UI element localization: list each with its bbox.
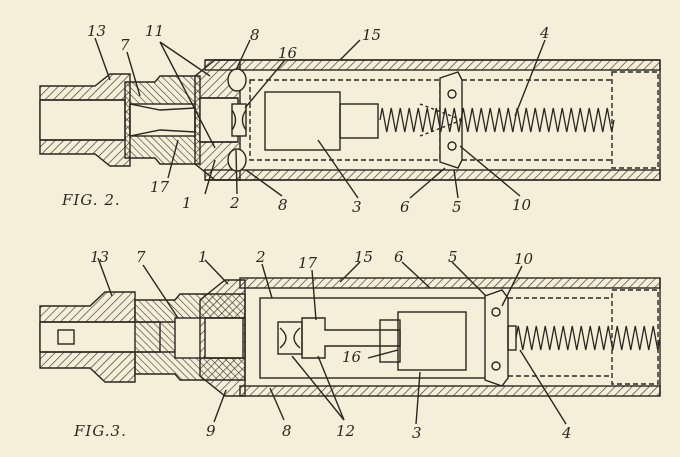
fig3-drawing [39, 257, 661, 425]
fig3-label-12: 12 [336, 422, 355, 440]
fig2-caption: FIG. 2. [61, 191, 121, 209]
fig2-piston [439, 71, 463, 169]
fig2-drawing [39, 37, 661, 199]
fig2-label-8-bottom: 8 [278, 196, 288, 214]
fig3-label-5: 5 [448, 248, 458, 266]
fig3-label-9: 9 [206, 422, 216, 440]
fig3-label-1: 1 [198, 248, 208, 266]
fig3-label-10: 10 [514, 250, 534, 268]
fig3-tube-wall-bottom [239, 385, 661, 397]
fig2-label-4: 4 [539, 24, 550, 42]
fig2-label-3: 3 [352, 198, 362, 216]
fig2-label-2: 2 [229, 194, 240, 212]
fig2-label-10: 10 [512, 196, 532, 214]
fig3-spring-4 [515, 325, 661, 351]
fig2-seal-8-top [227, 68, 247, 92]
fig2-label-8-top: 8 [250, 26, 260, 44]
fig3-label-16: 16 [342, 348, 362, 366]
fig2-label-7: 7 [120, 36, 130, 54]
fig2-label-17: 17 [150, 178, 170, 196]
fig3-label-15: 15 [354, 248, 373, 266]
fig2-label-16: 16 [278, 44, 298, 62]
fig2-label-5: 5 [452, 198, 462, 216]
fig3-label-3: 3 [412, 424, 422, 442]
fig3-seal-12 [279, 327, 301, 349]
fig3-body-3 [397, 311, 467, 371]
fig2-stem [339, 103, 379, 139]
fig3-piston [484, 289, 509, 387]
fig3-label-13: 13 [90, 248, 109, 266]
fig2-spring-4 [379, 107, 615, 133]
fig2-body-3 [264, 91, 341, 151]
fig3-label-17: 17 [298, 254, 318, 272]
fig2-labels: 13 7 11 8 16 15 4 17 1 2 8 3 6 5 10 FIG.… [61, 22, 550, 216]
fig2-dashed-end [611, 71, 659, 169]
fig3-labels: 13 7 1 2 17 15 6 5 10 16 9 8 12 3 4 FIG.… [73, 248, 572, 442]
fig3-dashed-end [611, 289, 659, 385]
fig2-label-11: 11 [145, 22, 164, 40]
fig3-label-2: 2 [255, 248, 266, 266]
fig2-label-6: 6 [400, 198, 410, 216]
fig3-label-6: 6 [394, 248, 404, 266]
fig2-label-13: 13 [87, 22, 106, 40]
fig2-tube-wall-top [204, 59, 661, 71]
fig2-label-1: 1 [182, 194, 192, 212]
fig3-tube-wall-top [239, 277, 661, 289]
fig3-caption: FIG.3. [73, 422, 127, 440]
fig3-label-4: 4 [561, 424, 572, 442]
fig2-label-15: 15 [362, 26, 381, 44]
fig2-housing [249, 79, 441, 161]
fig3-label-8: 8 [282, 422, 292, 440]
fig3-label-7: 7 [136, 248, 146, 266]
